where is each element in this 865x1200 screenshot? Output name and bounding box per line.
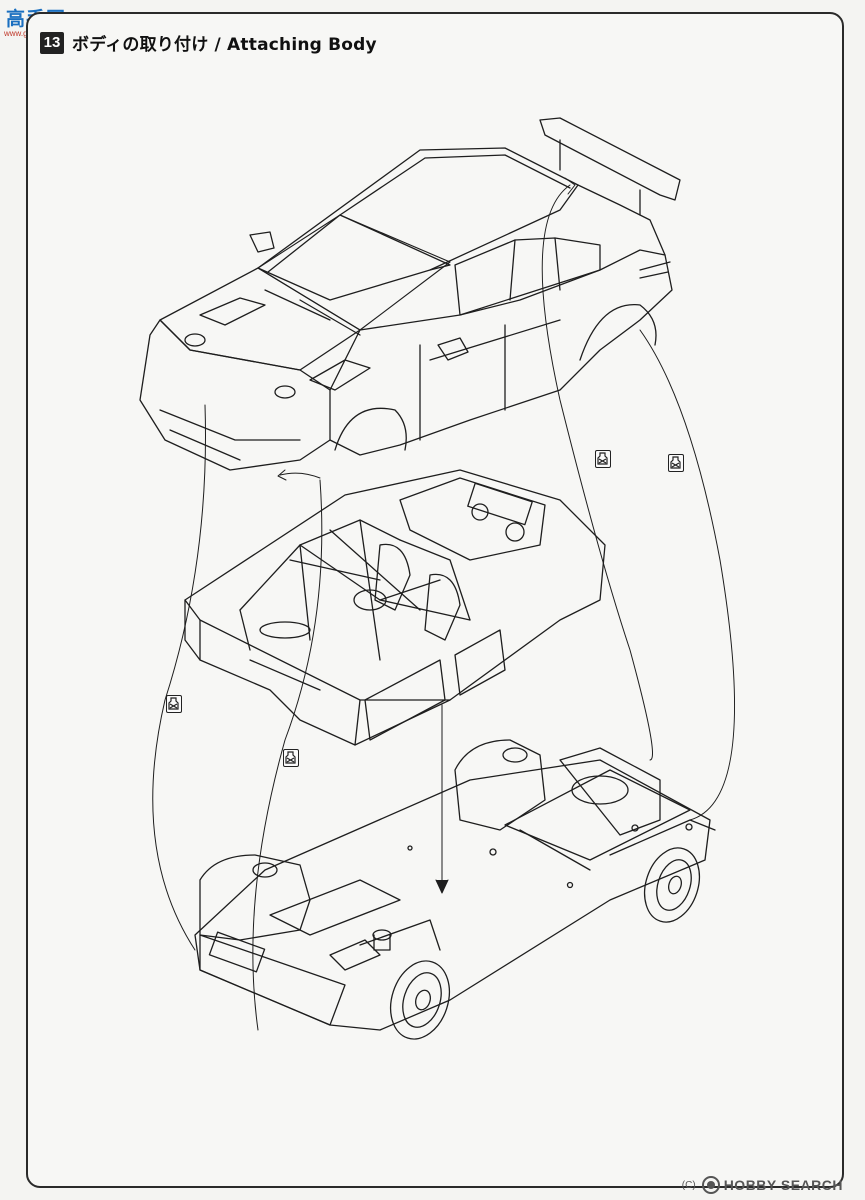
copyright-mark: (C) (681, 1179, 696, 1191)
no-cement-icon (668, 454, 684, 472)
step-header: 13 ボディの取り付け / Attaching Body (40, 30, 377, 55)
assembly-guides (152, 177, 735, 1031)
page-frame (26, 12, 844, 1188)
interior-tub-rollcage (184, 469, 606, 746)
car-body-shell (139, 117, 681, 471)
no-cement-icon (166, 695, 182, 713)
watermark-text: HOBBY SEARCH (723, 1177, 843, 1193)
watermark: (C) HOBBY SEARCH (682, 1176, 843, 1194)
no-cement-icon (283, 749, 299, 767)
step-title: ボディの取り付け / Attaching Body (72, 35, 377, 55)
no-cement-icon (595, 450, 611, 468)
chassis (194, 739, 716, 1040)
step-number-badge: 13 (40, 31, 64, 54)
hobbysearch-logo-icon (701, 1176, 720, 1194)
